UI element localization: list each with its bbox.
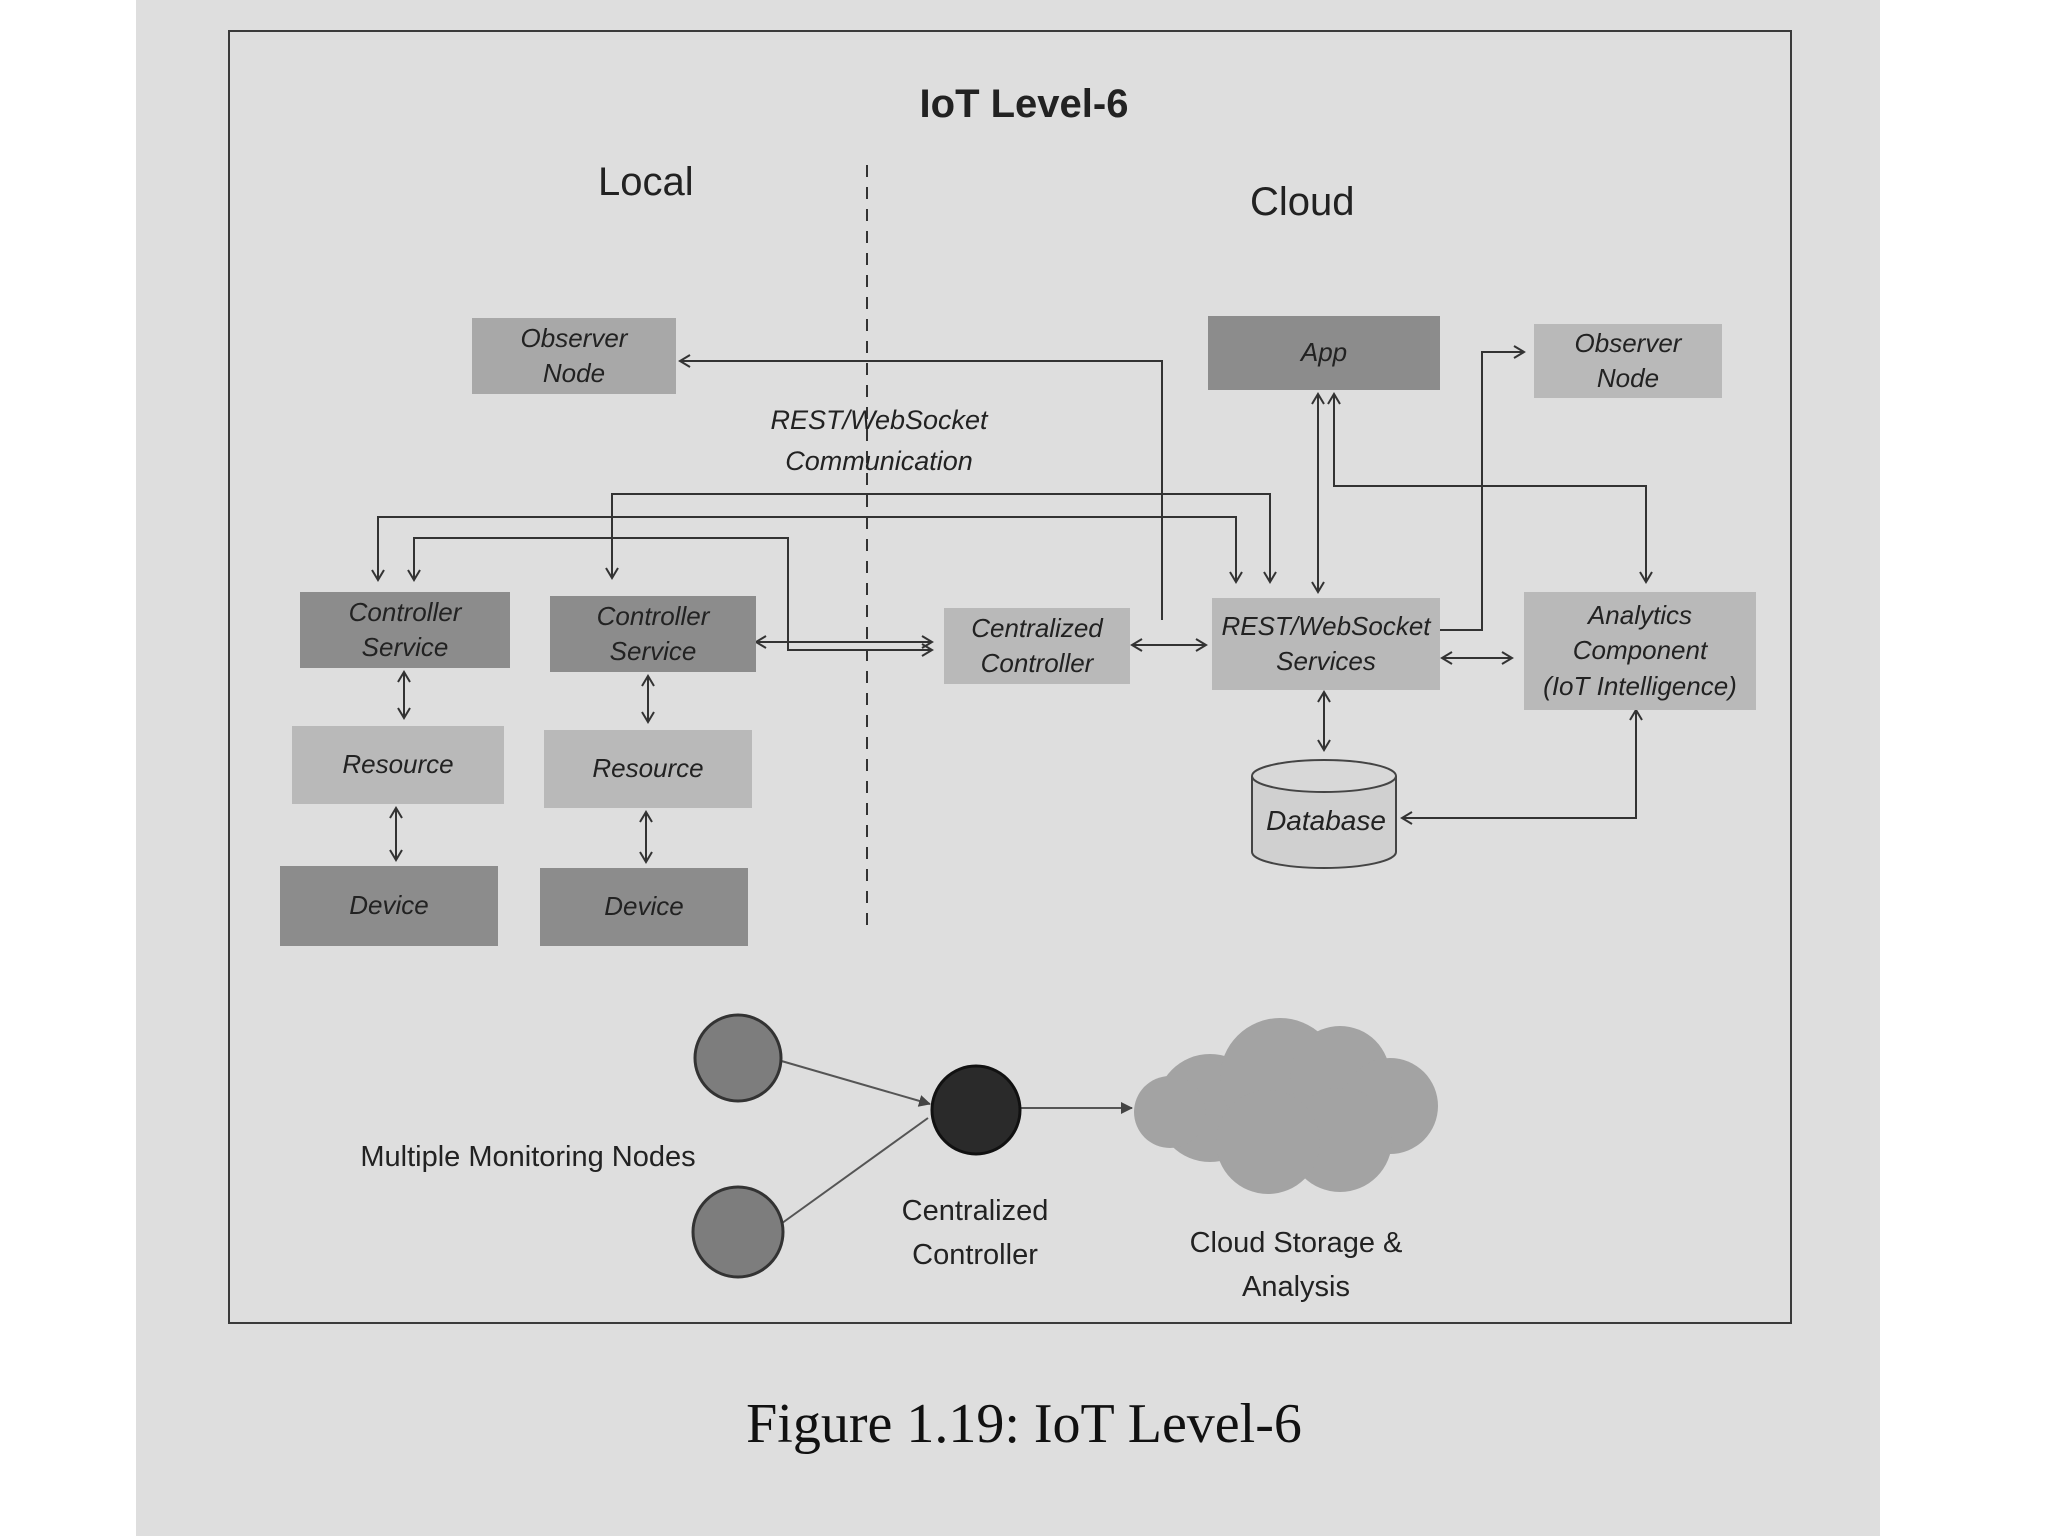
monitoring-node-icon xyxy=(691,1185,785,1279)
bottom-controller-label: Centralized Controller xyxy=(901,1195,1049,1271)
local-observer-node: Observer Node xyxy=(472,318,676,394)
edge-node1-controller xyxy=(777,1059,931,1107)
device-1: Device xyxy=(280,866,498,946)
edge-rest-to-local-observer xyxy=(678,354,1163,620)
controller-service-1: Controller Service xyxy=(300,592,510,668)
edge-cs1-central xyxy=(407,537,934,657)
diagram-title: IoT Level-6 xyxy=(919,82,1129,126)
figure-frame xyxy=(228,30,1792,1324)
device-2: Device xyxy=(540,868,748,946)
database-label: Database xyxy=(1266,805,1386,836)
central-controller-icon xyxy=(930,1064,1022,1156)
database-cylinder xyxy=(1251,759,1397,869)
centralized-controller: Centralized Controller xyxy=(944,608,1130,684)
edge-app-analytics xyxy=(1327,392,1653,584)
edge-rest-cloud-observer xyxy=(1440,345,1526,631)
bottom-illustration xyxy=(691,1013,1438,1279)
communication-label: REST/WebSocket Communication xyxy=(770,405,988,476)
region-label-local: Local xyxy=(598,160,694,204)
cloud-observer-node: Observer Node xyxy=(1534,324,1722,398)
rest-websocket-services: REST/WebSocket Services xyxy=(1212,598,1440,690)
monitoring-nodes-label: Multiple Monitoring Nodes xyxy=(360,1141,696,1173)
edge-node2-controller xyxy=(777,1117,929,1227)
monitoring-node-icon xyxy=(693,1013,783,1103)
app-box: App xyxy=(1208,316,1440,390)
resource-1: Resource xyxy=(292,726,504,804)
cloud-storage-label: Cloud Storage & Analysis xyxy=(1189,1227,1403,1303)
edge-cs1-rest-a xyxy=(371,516,1243,584)
edge-analytics-database xyxy=(1400,708,1643,825)
analytics-component: Analytics Component (IoT Intelligence) xyxy=(1524,592,1756,710)
figure-caption: Figure 1.19: IoT Level-6 xyxy=(746,1393,1302,1455)
resource-2: Resource xyxy=(544,730,752,808)
region-label-cloud: Cloud xyxy=(1250,180,1355,224)
controller-service-2: Controller Service xyxy=(550,596,756,672)
edge-cs2-rest xyxy=(611,493,1277,584)
cloud-icon xyxy=(1134,1018,1438,1194)
